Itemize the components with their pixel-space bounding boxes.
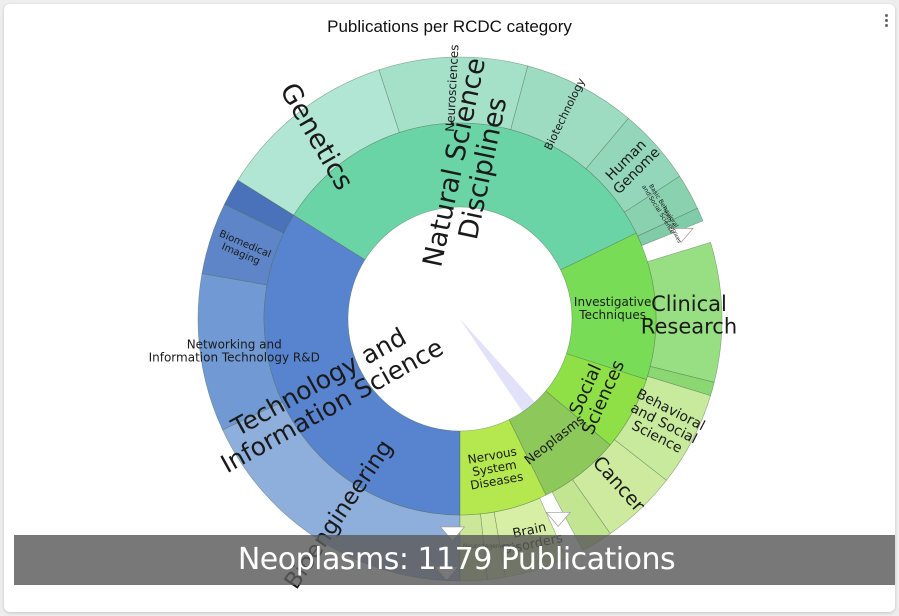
nervous-system-diseases-arc[interactable]: [459, 419, 547, 516]
gap-marker-2: [439, 526, 466, 542]
biomedical-imaging-label: BiomedicalImaging: [213, 229, 272, 271]
gap-marker-0: [668, 228, 694, 243]
sunburst-chart: Technology andInformation ScienceNatural…: [149, 44, 738, 594]
chart-card: Publications per RCDC category Technolog…: [4, 4, 895, 612]
more-vertical-icon[interactable]: [879, 12, 893, 36]
gap-marker-1: [545, 511, 571, 527]
hover-tooltip: Neoplasms: 1179 Publications: [14, 535, 895, 585]
hover-wedge: [460, 319, 538, 416]
chart-title: Publications per RCDC category: [327, 17, 572, 36]
natural-science-disciplines-arc[interactable]: [293, 122, 637, 271]
neurosciences-label: Neurosciences: [443, 44, 462, 132]
technology-and-information-science-arc[interactable]: [263, 214, 461, 516]
